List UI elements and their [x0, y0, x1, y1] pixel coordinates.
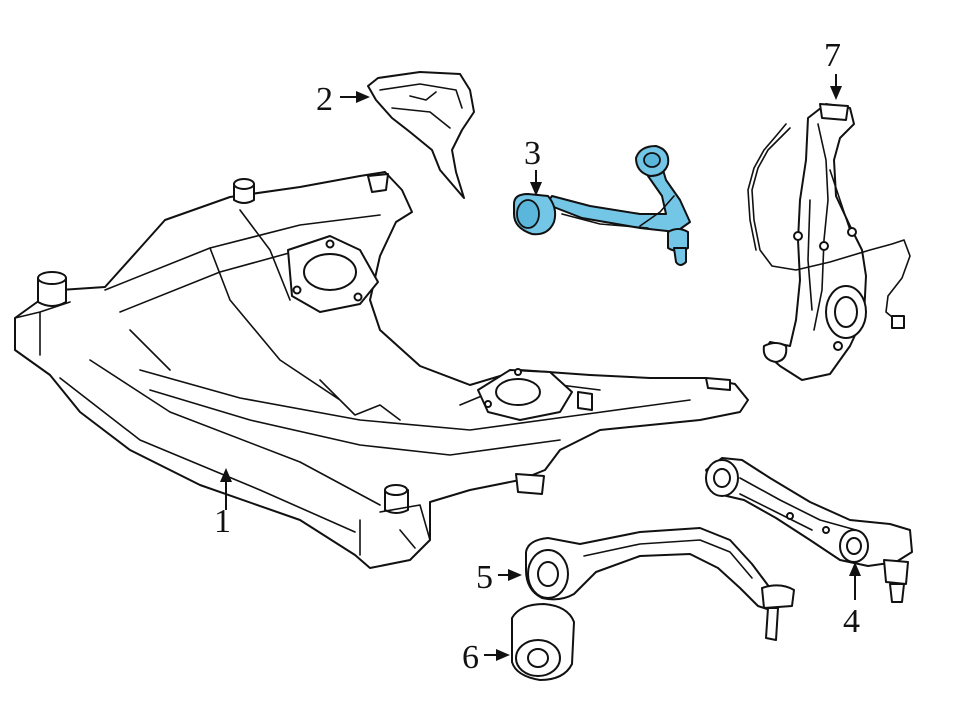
upper-arm-bushing-rear-hole [643, 152, 661, 168]
part-5-tension-arm[interactable] [525, 527, 795, 641]
callout-1: 1 [214, 468, 232, 540]
bolt-hole [786, 512, 794, 520]
subframe-body [14, 171, 749, 569]
callout-1-arrowhead [220, 468, 232, 482]
bolt-hole [819, 241, 829, 251]
upper-arm-rib [561, 195, 675, 229]
tension-arm-bushing-bore [537, 561, 559, 587]
shield-body [367, 71, 475, 199]
knuckle-hub-bore [834, 296, 858, 328]
callout-5-arrowhead [508, 569, 522, 581]
part-7-knuckle[interactable] [747, 103, 911, 381]
knuckle-lower-ear [762, 342, 788, 363]
callout-5: 5 [476, 559, 522, 596]
lower-arm-ball-joint [883, 559, 909, 585]
bolt-hole [292, 285, 302, 295]
knuckle-body [763, 103, 867, 381]
lower-arm-stud [889, 583, 905, 603]
callout-2-label: 2 [316, 81, 333, 118]
subframe-inner-braces [129, 209, 601, 421]
lower-arm-bushing-front-bore [846, 537, 862, 555]
shield-detail [379, 83, 463, 129]
subframe-right-bracket [577, 391, 593, 411]
callout-3: 3 [524, 135, 542, 196]
bolt-hole [514, 368, 522, 376]
tension-arm-rib [583, 539, 753, 579]
part-6-bushing[interactable] [511, 603, 575, 681]
upper-arm-ball-joint [667, 228, 689, 252]
callout-6-arrowhead [496, 649, 510, 661]
bolt-hole [484, 400, 492, 408]
callout-6-label: 6 [462, 639, 479, 676]
callout-7-label: 7 [824, 37, 841, 74]
upper-arm-stud [673, 247, 687, 266]
bolt-hole [822, 526, 830, 534]
callout-4-arrowhead [849, 562, 861, 576]
callout-3-label: 3 [524, 135, 541, 172]
abs-sensor-wire-2 [747, 123, 787, 251]
upper-arm-bushing-front-face [516, 199, 540, 229]
callout-4-label: 4 [843, 603, 860, 640]
bolt-hole [847, 227, 857, 237]
part-4-lower-arm[interactable] [705, 457, 913, 603]
bolt-hole [833, 341, 843, 351]
subframe-end-cap [705, 377, 731, 391]
abs-sensor-wire [751, 127, 911, 323]
part-1-subframe[interactable] [14, 171, 749, 569]
callout-5-label: 5 [476, 559, 493, 596]
callout-7: 7 [824, 37, 842, 100]
subframe-rear-mount [367, 173, 389, 193]
lower-arm-bushing-rear-bore [713, 468, 731, 488]
bolt-hole [353, 292, 363, 302]
bolt-hole [793, 231, 803, 241]
subframe-rear-tower-top [233, 178, 255, 190]
callout-1-label: 1 [214, 503, 231, 540]
callout-6: 6 [462, 639, 510, 676]
callout-4: 4 [843, 562, 861, 640]
part-2-shield[interactable] [367, 71, 475, 199]
subframe-front-mount-top [384, 484, 408, 496]
tension-arm-ball-joint [761, 584, 795, 609]
knuckle-inner [807, 123, 851, 331]
callout-2-arrowhead [356, 91, 370, 103]
lower-arm-rib [739, 477, 857, 531]
bushing-bore [527, 648, 549, 668]
callout-2: 2 [316, 81, 370, 118]
subframe-left-end [14, 301, 71, 356]
subframe-tower-opening-rear [303, 253, 357, 291]
knuckle-top-boss [819, 103, 849, 121]
callout-7-arrowhead [830, 86, 842, 100]
callout-3-arrowhead [530, 182, 542, 196]
subframe-front-box [359, 504, 431, 556]
tension-arm-stud [765, 607, 779, 641]
subframe-tower-opening-front [495, 378, 541, 406]
subframe-bottom-pad [515, 473, 545, 495]
subframe-lower-rail [59, 359, 381, 533]
part-3-upper-control-arm[interactable] [513, 145, 691, 266]
abs-sensor-plug [891, 315, 905, 329]
subframe-left-tower-top [37, 271, 67, 285]
bolt-hole [325, 239, 335, 249]
